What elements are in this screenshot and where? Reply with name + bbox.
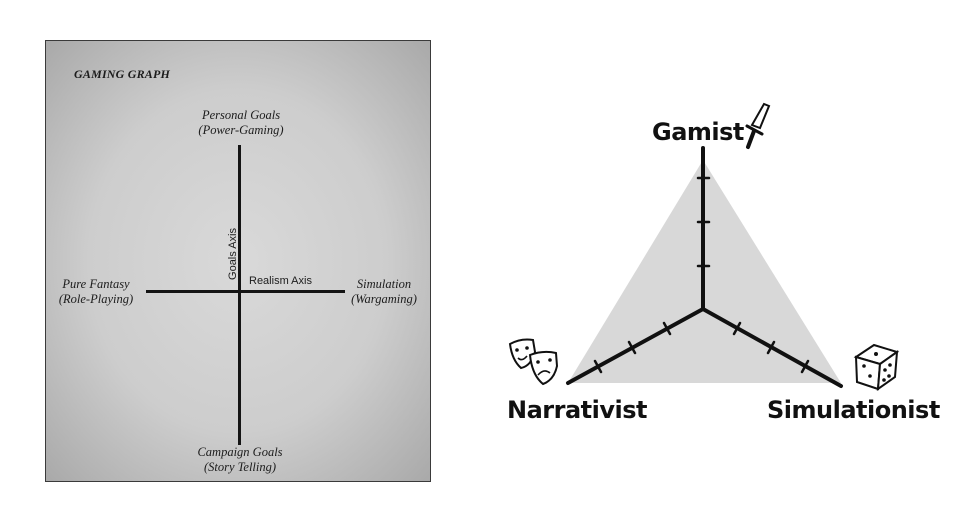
- goals-axis-line: [238, 145, 241, 445]
- left-label-line2: (Role-Playing): [58, 292, 134, 306]
- top-label-line2: (Power-Gaming): [198, 123, 284, 137]
- realism-axis-line: [146, 290, 345, 293]
- top-label: Personal Goals (Power-Gaming): [189, 108, 293, 138]
- realism-axis-label: Realism Axis: [249, 275, 312, 287]
- right-label-line2: (Wargaming): [351, 292, 417, 306]
- theater-masks-icon: [508, 338, 559, 386]
- bottom-label-line1: Campaign Goals: [197, 445, 283, 459]
- right-label: Simulation (Wargaming): [344, 277, 424, 307]
- right-label-line1: Simulation: [356, 277, 412, 291]
- sword-icon: [745, 102, 771, 149]
- gaming-graph-title: GAMING GRAPH: [74, 67, 171, 81]
- bottom-label: Campaign Goals (Story Telling): [186, 445, 294, 475]
- gamist-label: Gamist: [652, 118, 744, 146]
- narrativist-tick: [593, 359, 603, 374]
- left-label-line1: Pure Fantasy: [62, 277, 130, 291]
- narrativist-tick: [662, 321, 672, 336]
- narrativist-tick: [627, 340, 637, 355]
- bottom-label-line2: (Story Telling): [203, 460, 277, 474]
- left-label: Pure Fantasy (Role-Playing): [50, 277, 142, 307]
- gaming-graph-panel: GAMING GRAPH Personal Goals (Power-Gamin…: [45, 40, 431, 482]
- dice-icon: [853, 343, 900, 392]
- simulationist-tick: [800, 359, 810, 374]
- simulationist-tick: [766, 340, 776, 355]
- top-label-line1: Personal Goals: [201, 108, 281, 122]
- simulationist-tick: [732, 321, 742, 336]
- narrativist-label: Narrativist: [507, 396, 647, 424]
- narrativist-axis-line: [566, 307, 705, 385]
- simulationist-label: Simulationist: [767, 396, 940, 424]
